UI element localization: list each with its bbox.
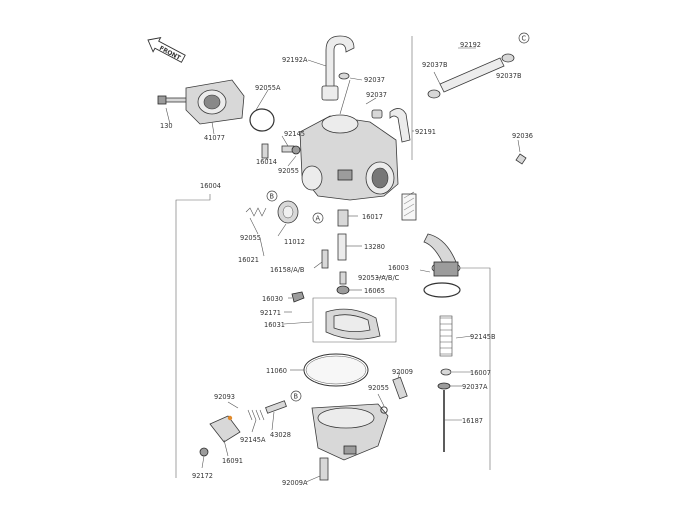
part-label: 92037 [366,91,387,99]
part-label: 92192A [282,56,308,64]
callout-b2: B [294,393,299,401]
callout-a1: A [316,215,321,223]
callout-circle-b1 [266,190,278,202]
part-label: 92055 [240,234,261,242]
throttle-cable-16003 [423,233,461,277]
small-part-92036 [515,153,527,165]
part-label: 92145B [470,333,496,341]
part-label: 92145 [284,130,305,138]
part-label: 16014 [256,158,277,166]
float-pin-16030 [291,291,305,303]
part-label: 92037B [422,61,448,69]
float-bowl-16004 [311,403,389,461]
part-label: 92192 [460,41,481,49]
intake-holder-41077 [185,79,245,125]
leader-lines [165,47,521,483]
hose-clip-92037-top [338,72,350,80]
clip-92037-right [371,109,383,119]
part-label: 43028 [270,431,291,439]
needle-jet-13280 [337,233,347,261]
callout-c: C [522,35,527,43]
bolt-130 [157,95,189,105]
part-label: 11012 [284,238,305,246]
main-jet-16065 [336,271,350,295]
jet-16017 [337,209,349,227]
part-label: 92093 [214,393,235,401]
assembly-bracket-left [175,194,211,478]
screw-16014 [261,143,269,159]
part-label: 16091 [222,457,243,465]
o-ring-92055a [249,108,275,132]
fuel-hose-92192: C [427,32,530,99]
screw-92145 [281,145,301,155]
float-chamber-frame [312,297,397,343]
part-label: 92037B [496,72,522,80]
spring-92055 [245,207,267,217]
part-label: 41077 [204,134,225,142]
part-label: 92037A [462,383,488,391]
spring-92145b [439,315,453,357]
callout-circle-c [518,32,530,44]
part-number-labels: 92192A 92037 92037 92192 92037B 92037B 9… [160,41,533,487]
carburetor-body [299,79,399,201]
cap-11012 [277,200,299,224]
part-label: 16158/A/B [270,266,305,274]
spring-92053 [401,191,417,221]
part-label: 92036 [512,132,533,140]
part-label: 16030 [262,295,283,303]
o-ring-92055-bowl [380,406,388,414]
callout-circle-b2 [290,390,302,402]
part-label: 13280 [364,243,385,251]
part-label: 92172 [192,472,213,480]
screw-92009a [319,457,329,481]
hose-92191 [389,108,411,143]
part-label: 92191 [415,128,436,136]
assembly-bracket-right [458,267,491,470]
part-label: 11060 [266,367,287,375]
retainer-16007 [440,368,452,376]
part-label: 16007 [470,369,491,377]
part-label: 92055 [368,384,389,392]
clip-92037a [437,382,451,390]
part-label: 16017 [362,213,383,221]
part-label: 92053/A/B/C [358,274,400,282]
callout-circle-a1 [312,212,324,224]
part-label: 130 [160,122,173,130]
screw-43028 [265,400,287,414]
o-ring-top-cover [423,282,461,298]
part-label: 92171 [260,309,281,317]
pilot-jet-16158 [321,249,329,269]
part-label: 92037 [364,76,385,84]
callout-b1: B [270,193,275,201]
part-label: 16031 [264,321,285,329]
part-label: 16065 [364,287,385,295]
drain-screw-92009 [392,376,408,400]
part-label: 16003 [388,264,409,272]
part-label: 92009 [392,368,413,376]
cap-16091 [209,415,241,443]
part-label: 16021 [238,256,259,264]
hose-92192a [321,35,355,101]
front-direction-arrow: FRONT [147,37,186,63]
spring-92145a [247,409,265,421]
part-label: 92055A [255,84,281,92]
part-label: 16187 [462,417,483,425]
gasket-11060 [303,353,369,387]
part-label: 92009A [282,479,308,487]
highlight-dot [227,415,233,421]
part-label: 92145A [240,436,266,444]
float-16031 [325,308,381,340]
part-label: 16004 [200,182,221,190]
part-label: 92055 [278,167,299,175]
screw-92172 [199,447,209,457]
